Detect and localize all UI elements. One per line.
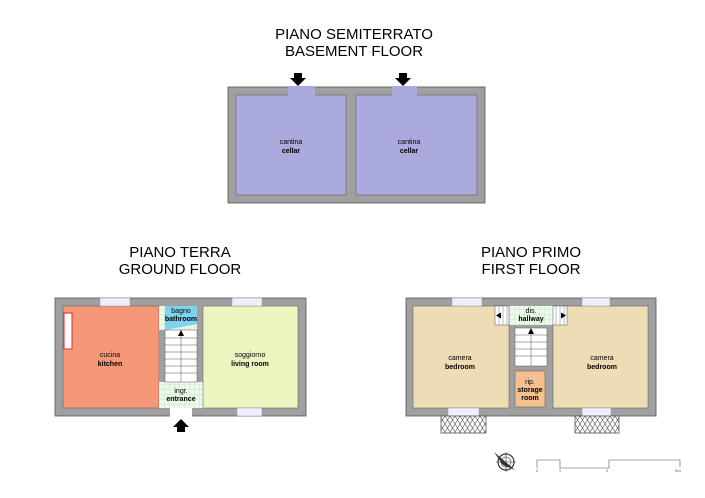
- basement-plan: cantina cellar cantina cellar: [227, 73, 486, 204]
- stair-arrow-icon: [528, 328, 534, 334]
- window: [99, 297, 131, 307]
- room-label-en: bathroom: [165, 316, 197, 323]
- first-title-en: FIRST FLOOR: [481, 261, 581, 278]
- entry-arrow-icon: [290, 73, 306, 86]
- basement-title-it: PIANO SEMITERRATO: [275, 26, 433, 43]
- room-label-it: cucina: [100, 352, 120, 359]
- room-label-it: soggiorno: [235, 352, 266, 359]
- room-label-it: cantina: [280, 139, 303, 146]
- room-kitchen: [62, 305, 160, 409]
- room-bedroom-left: [412, 305, 510, 409]
- staircase: [514, 327, 548, 367]
- window: [231, 297, 263, 307]
- room-label-en: hallway: [518, 316, 543, 323]
- room-label-en: entrance: [166, 396, 195, 403]
- basement-title-en: BASEMENT FLOOR: [284, 43, 424, 60]
- balcony-door: [447, 407, 480, 417]
- door-opening: [288, 86, 315, 96]
- room-label-it: dis.: [526, 308, 537, 315]
- room-hallway: [509, 306, 553, 325]
- room-bathroom: [165, 306, 197, 330]
- window: [236, 407, 263, 417]
- room-label-en: bedroom: [445, 364, 475, 371]
- scale-tick: 1: [559, 468, 562, 473]
- room-cellar-left: [235, 94, 347, 196]
- staircase: [164, 329, 198, 383]
- room-label-it: cantina: [398, 139, 421, 146]
- step-left: [494, 305, 510, 326]
- window: [581, 297, 611, 307]
- wall: [159, 330, 165, 382]
- window: [451, 297, 483, 307]
- compass-icon: [494, 452, 516, 472]
- room-label-it: ingr.: [174, 388, 187, 395]
- room-label-en: room: [521, 395, 539, 402]
- ground-plan: cucina kitchen bagno bathroom ingr. entr…: [54, 297, 307, 432]
- kitchen-counter: [63, 312, 73, 350]
- step-right: [552, 305, 568, 326]
- stair-arrow-icon: [178, 330, 184, 336]
- room-label-en: cellar: [282, 148, 301, 155]
- room-label-en: bedroom: [587, 364, 617, 371]
- scale-bar: 0 1 3 6m: [536, 459, 681, 473]
- entry-arrow-icon: [395, 73, 411, 86]
- ground-title-it: PIANO TERRA: [129, 244, 231, 261]
- scale-tick: 3: [606, 468, 609, 473]
- basement-title: PIANO SEMITERRATO BASEMENT FLOOR: [224, 26, 484, 60]
- room-label-en: storage: [517, 387, 542, 394]
- first-title-it: PIANO PRIMO: [480, 244, 581, 261]
- room-label-it: bagno: [171, 308, 191, 315]
- wall: [197, 306, 203, 382]
- room-label-it: rip.: [525, 379, 535, 386]
- room-living: [202, 305, 299, 409]
- room-label-it: camera: [590, 355, 613, 362]
- balcony-door: [581, 407, 612, 417]
- room-label-en: living room: [231, 361, 269, 368]
- entrance-door: [170, 408, 192, 417]
- first-plan: camera bedroom dis. hallway rip. storage…: [405, 297, 657, 434]
- scale-tick: 6m: [675, 468, 681, 473]
- balcony-right: [574, 415, 620, 434]
- door-opening: [392, 86, 417, 96]
- room-bedroom-right: [552, 305, 649, 409]
- balcony-left: [440, 415, 487, 434]
- room-storage: [514, 370, 546, 408]
- entry-arrow-icon: [173, 419, 189, 432]
- room-label-en: cellar: [400, 148, 419, 155]
- scale-tick: 0: [536, 468, 539, 473]
- room-label-it: camera: [448, 355, 471, 362]
- ground-title-en: GROUND FLOOR: [118, 261, 242, 278]
- first-title: PIANO PRIMO FIRST FLOOR: [401, 244, 661, 278]
- room-cellar-right: [355, 94, 478, 196]
- room-label-en: kitchen: [98, 361, 123, 368]
- ground-title: PIANO TERRA GROUND FLOOR: [50, 244, 310, 278]
